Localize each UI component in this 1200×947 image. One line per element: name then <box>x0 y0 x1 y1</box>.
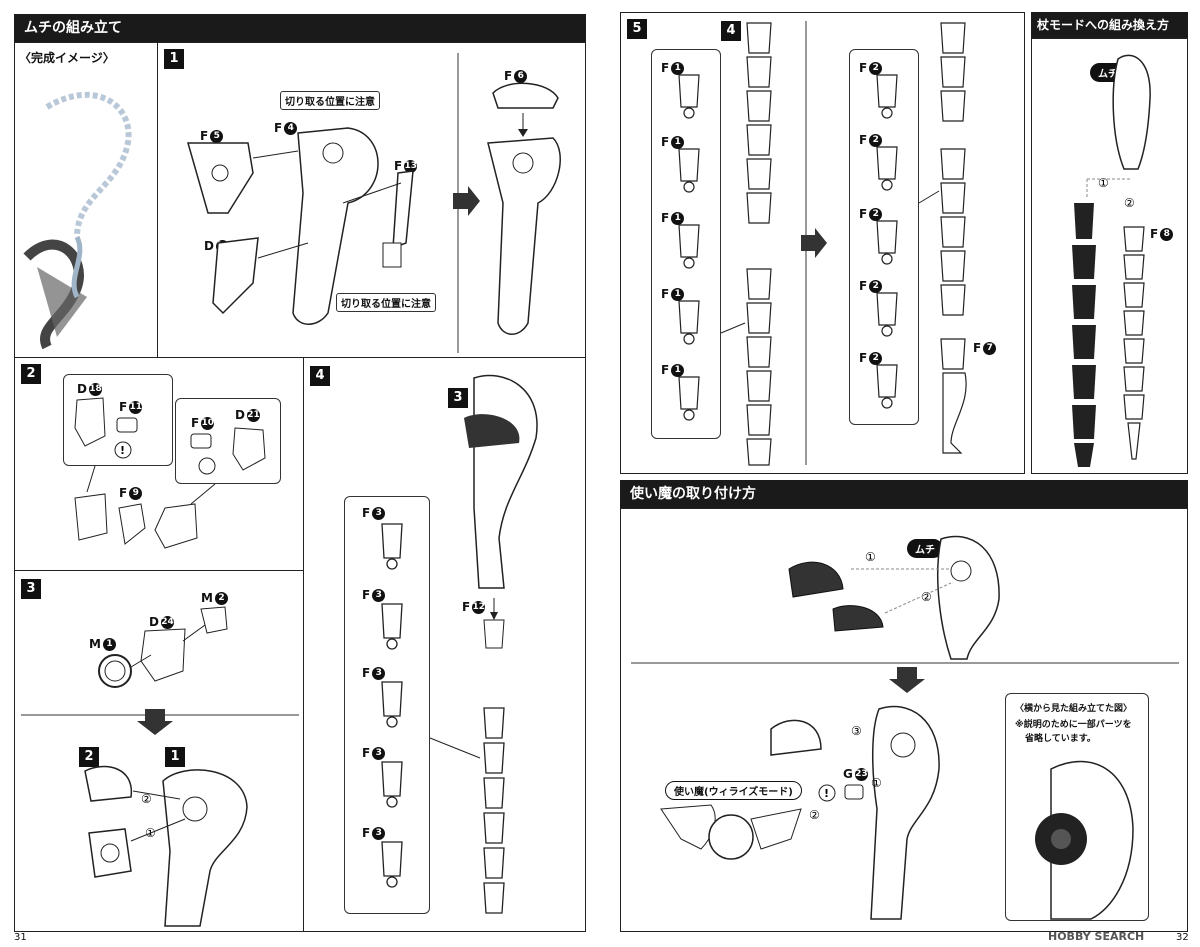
section-header-familiar-attach: 使い魔の取り付け方 <box>620 480 1188 508</box>
page-number-left: 31 <box>14 932 27 943</box>
completed-whip-illustration <box>23 91 132 350</box>
staff-mode-drawing: ① ② <box>1072 54 1151 467</box>
whip-label: ムチ <box>907 539 943 558</box>
familiar-label: 使い魔(ウィライズモード) <box>665 781 802 800</box>
step-3-panel: 3 M2 D24 M1 2 1 ② ① <box>14 570 304 932</box>
step-badge: 4 <box>310 366 330 386</box>
step-5-chain-drawing <box>678 21 967 466</box>
step-2-parts-drawing: ! <box>74 397 266 549</box>
sub-step-badge-1: 1 <box>165 747 185 767</box>
section-header-staff-mode: 杖モードへの組み換え方 <box>1031 12 1188 38</box>
chain-detail-box <box>344 496 430 914</box>
order-marker: ② <box>809 808 820 822</box>
cut-position-note: 切り取る位置に注意 <box>280 91 380 110</box>
step-badge: 1 <box>164 49 184 69</box>
order-marker: ① <box>1098 176 1109 190</box>
side-view-text-1: ※説明のために一部パーツを <box>1015 720 1132 730</box>
sub-step-badge-2: 2 <box>79 747 99 767</box>
chain-detail-box-f2 <box>849 49 919 425</box>
order-marker: ② <box>921 590 932 604</box>
step-1-parts-drawing <box>187 53 561 353</box>
order-marker: ① <box>865 550 876 564</box>
chain-detail-box-f1 <box>651 49 721 439</box>
caution-icon: ! <box>824 787 829 800</box>
watermark: HOBBY SEARCH <box>1048 930 1145 943</box>
step-badge: 3 <box>21 579 41 599</box>
step-badge: 5 <box>627 19 647 39</box>
step-3-parts-drawing: ② ① <box>21 606 299 927</box>
side-view-title: 〈横から見た組み立てた図〉 <box>1015 704 1133 714</box>
page-number-right: 32 <box>1176 932 1189 943</box>
sub-step-badge-4: 4 <box>721 21 741 41</box>
sub-step-badge-3: 3 <box>448 388 468 408</box>
side-view-box <box>1005 693 1149 921</box>
cut-position-note-2: 切り取る位置に注意 <box>336 293 436 312</box>
order-marker: ② <box>141 792 152 806</box>
order-marker: ① <box>871 776 882 790</box>
detail-box-left <box>63 374 173 466</box>
section-header-whip-assembly: ムチの組み立て <box>14 14 586 42</box>
order-marker: ② <box>1124 196 1135 210</box>
step-4-parts-drawing <box>381 374 538 914</box>
section-title: 杖モードへの組み換え方 <box>1037 18 1170 32</box>
detail-box-right <box>175 398 281 484</box>
caution-icon: ! <box>120 444 125 457</box>
familiar-attach-drawing: ① ② ③ ! ① ② <box>631 535 1179 920</box>
completed-image-panel: 〈完成イメージ〉 <box>14 42 158 358</box>
order-marker: ③ <box>851 724 862 738</box>
section-title: ムチの組み立て <box>24 20 122 36</box>
step-badge: 2 <box>21 364 41 384</box>
completed-image-caption: 〈完成イメージ〉 <box>19 51 115 65</box>
side-view-text-2: 省略しています。 <box>1025 734 1096 744</box>
step-1-panel: 1 切り取る位置に注意 切り取る位置に注意 F5 F4 F13 D16 F6 <box>157 42 586 358</box>
section-title: 使い魔の取り付け方 <box>630 486 756 502</box>
